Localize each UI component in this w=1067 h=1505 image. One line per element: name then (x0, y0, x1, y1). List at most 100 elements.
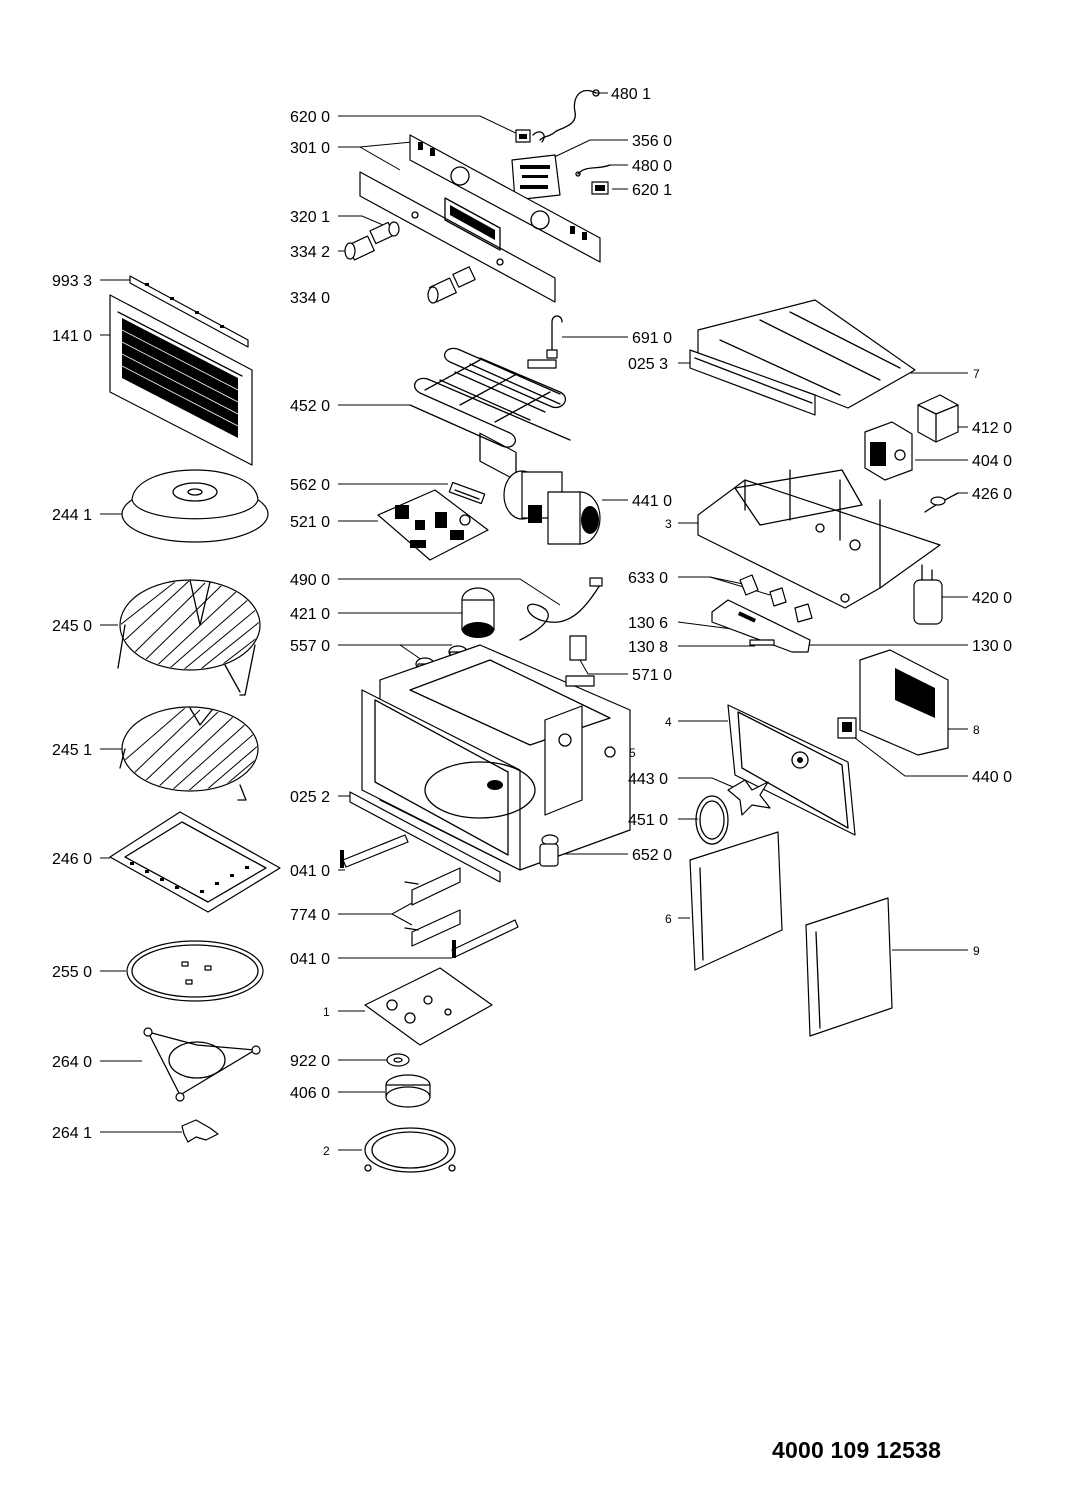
label-406-0: 406 0 (290, 1085, 330, 1102)
label-7: 7 (973, 367, 980, 381)
label-490-0: 490 0 (290, 572, 330, 589)
switch-620-1 (591, 181, 609, 195)
rear-panel-4 (727, 704, 856, 836)
roller-ring-264-0 (143, 1027, 261, 1102)
label-4: 4 (665, 715, 672, 729)
power-cord-490-0 (519, 577, 603, 641)
hinges-774-0 (404, 867, 461, 947)
label-426-0: 426 0 (972, 486, 1012, 503)
lamp-571-0 (565, 635, 595, 687)
cavity-5 (361, 644, 631, 871)
label-244-1: 244 1 (52, 507, 92, 524)
label-440-0: 440 0 (972, 769, 1012, 786)
label-8: 8 (973, 723, 980, 737)
leader-lines (100, 92, 968, 1151)
label-443-0: 443 0 (628, 771, 668, 788)
label-025-3: 025 3 (628, 356, 668, 373)
label-480-0: 480 0 (632, 158, 672, 175)
cutout-426-0 (924, 492, 959, 513)
door-141-0 (109, 294, 253, 466)
label-412-0: 412 0 (972, 420, 1012, 437)
label-404-0: 404 0 (972, 453, 1012, 470)
sensor-691-0 (546, 315, 563, 359)
motor-406-0 (385, 1074, 431, 1108)
coupler-264-1 (181, 1119, 219, 1143)
top-cover-7 (689, 299, 916, 416)
transformer-412-0 (917, 394, 959, 443)
washer-922-0 (386, 1053, 410, 1067)
label-521-0: 521 0 (290, 514, 330, 531)
label-480-1: 480 1 (611, 86, 651, 103)
label-245-1: 245 1 (52, 742, 92, 759)
label-2: 2 (323, 1144, 330, 1158)
label-993-3: 993 3 (52, 273, 92, 290)
part-labels: 480 1 620 0 356 0 301 0 480 0 620 1 320 … (52, 86, 1012, 1158)
label-130-6: 130 6 (628, 615, 668, 632)
label-264-1: 264 1 (52, 1125, 92, 1142)
label-255-0: 255 0 (52, 964, 92, 981)
turntable-255-0 (126, 940, 264, 1002)
document-number: 4000 109 12538 (772, 1437, 942, 1463)
label-334-0: 334 0 (290, 290, 330, 307)
label-451-0: 451 0 (628, 812, 668, 829)
label-571-0: 571 0 (632, 667, 672, 684)
magnetron-404-0 (864, 421, 913, 481)
cover-244-1 (121, 469, 269, 543)
label-5: 5 (629, 746, 636, 760)
side-panel-6 (689, 831, 783, 971)
pcb-521-0 (377, 489, 489, 561)
grid-rack-245-0 (117, 579, 261, 696)
label-334-2: 334 2 (290, 244, 330, 261)
door-trim-993-3 (129, 275, 249, 348)
wire-480-0 (575, 164, 611, 177)
fan-443-0 (727, 779, 771, 816)
grill-element-452-0 (409, 347, 571, 448)
label-356-0: 356 0 (632, 133, 672, 150)
knob-334-0 (427, 266, 476, 304)
label-041-0-b: 041 0 (290, 951, 330, 968)
side-panel-9 (805, 897, 893, 1037)
control-panel-frame-301-0 (409, 134, 601, 482)
label-301-0: 301 0 (290, 140, 330, 157)
label-774-0: 774 0 (290, 907, 330, 924)
label-1: 1 (323, 1005, 330, 1019)
label-922-0: 922 0 (290, 1053, 330, 1070)
motor-440-0 (837, 717, 857, 739)
capacitor-421-0 (461, 587, 495, 638)
label-557-0: 557 0 (290, 638, 330, 655)
label-620-0: 620 0 (290, 109, 330, 126)
capacitor-420-0 (913, 564, 943, 625)
filter-633-0 (739, 574, 813, 623)
label-320-1: 320 1 (290, 209, 330, 226)
interlock-bracket-130-0 (711, 599, 811, 653)
label-245-0: 245 0 (52, 618, 92, 635)
micro-switch-620-0 (515, 129, 545, 143)
base-plate-1 (364, 967, 493, 1046)
valve-652-0 (539, 834, 559, 867)
rail-041-0-b (451, 919, 519, 958)
ring-2 (364, 1127, 456, 1173)
label-6: 6 (665, 912, 672, 926)
label-691-0: 691 0 (632, 330, 672, 347)
label-041-0-a: 041 0 (290, 863, 330, 880)
label-130-0: 130 0 (972, 638, 1012, 655)
label-421-0: 421 0 (290, 606, 330, 623)
control-board-356-0 (511, 154, 561, 201)
knob-shaft-320-1 (369, 221, 400, 245)
rail-025-2 (349, 791, 501, 883)
baking-tray-246-0 (109, 811, 281, 913)
label-633-0: 633 0 (628, 570, 668, 587)
label-452-0: 452 0 (290, 398, 330, 415)
label-3: 3 (665, 517, 672, 531)
chassis-3 (697, 469, 941, 609)
label-652-0: 652 0 (632, 847, 672, 864)
fan-motor-441-0 (503, 470, 601, 545)
grid-rack-245-1 (119, 706, 259, 801)
label-141-0: 141 0 (52, 328, 92, 345)
convection-cover-8 (859, 649, 949, 756)
control-panel-fascia (359, 171, 556, 303)
label-130-8: 130 8 (628, 639, 668, 656)
label-025-2: 025 2 (290, 789, 330, 806)
label-9: 9 (973, 944, 980, 958)
